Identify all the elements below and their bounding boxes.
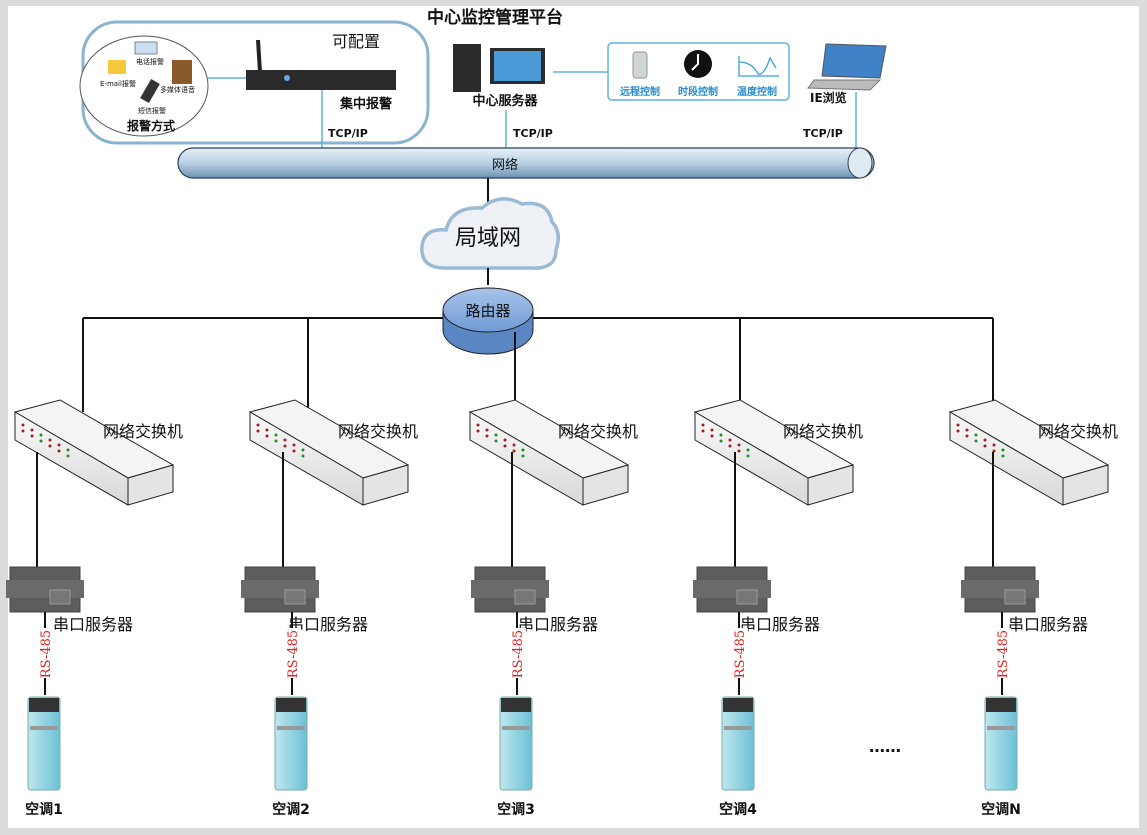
browser-label: IE浏览: [810, 90, 847, 105]
more-units-ellipsis: ……: [869, 737, 901, 756]
protocol-label-browser: TCP/IP: [803, 127, 843, 140]
serial-server-label: 串口服务器: [53, 615, 133, 634]
temperature-curve-icon: [738, 56, 779, 77]
switch-label: 网络交换机: [783, 422, 863, 441]
lan-cloud: 局域网: [420, 197, 560, 270]
router-label: 路由器: [465, 302, 510, 320]
rs485-link-label: RS-485: [733, 630, 748, 678]
protocol-label-server: TCP/IP: [513, 127, 553, 140]
air-conditioner-icon: [721, 696, 755, 791]
serial-server-label: 串口服务器: [1008, 615, 1088, 634]
alarm-methods-label: 报警方式: [127, 118, 175, 133]
air-conditioner-icon: [984, 696, 1018, 791]
network-bus-label: 网络: [492, 157, 518, 173]
air-conditioner-icon: [499, 696, 533, 791]
phone-icon: [134, 41, 158, 55]
control-remote-label: 远程控制: [620, 85, 660, 98]
air-conditioner-icon: [274, 696, 308, 791]
monitor-icon: [494, 51, 541, 81]
method-email: E-mail报警: [100, 79, 136, 88]
ie-browser: IE浏览 TCP/IP: [803, 43, 887, 150]
network-bus: 网络: [177, 147, 875, 179]
antenna-icon: [256, 39, 262, 73]
method-sms: 短信报警: [138, 106, 166, 115]
speaker-icon: [172, 60, 192, 84]
laptop-icon: [821, 43, 887, 79]
platform-title: 中心监控管理平台: [427, 7, 563, 28]
central-server: 中心服务器 TCP/IP: [453, 44, 608, 150]
rs485-link-label: RS-485: [996, 630, 1011, 678]
alarm-device-icon: [246, 70, 396, 90]
switch-label: 网络交换机: [1038, 422, 1118, 441]
serial-server-label: 串口服务器: [288, 615, 368, 634]
method-voice: 多媒体语音: [160, 85, 195, 94]
alarm-device-label: 集中报警: [339, 96, 392, 112]
air-conditioner-label: 空调2: [272, 801, 310, 818]
rs485-link-label: RS-485: [39, 630, 54, 678]
switch-label: 网络交换机: [103, 422, 183, 441]
server-tower-icon: [453, 44, 481, 92]
air-conditioner-label: 空调4: [719, 801, 757, 818]
air-conditioner-label: 空调N: [981, 801, 1021, 818]
server-label: 中心服务器: [472, 93, 538, 109]
rs485-link-label: RS-485: [286, 630, 301, 678]
alarm-group: 电话报警 E-mail报警 多媒体语音 短信报警 报警方式 可配置 集中报警 T…: [79, 20, 430, 150]
remote-control-icon: [632, 51, 648, 79]
router: 路由器: [442, 287, 534, 355]
serial-server-label: 串口服务器: [740, 615, 820, 634]
air-conditioner-label: 空调1: [25, 801, 63, 818]
configurable-label: 可配置: [332, 32, 380, 51]
switch-label: 网络交换机: [558, 422, 638, 441]
air-conditioner-icon: [27, 696, 61, 791]
method-phone: 电话报警: [136, 57, 164, 66]
email-icon: [108, 60, 126, 74]
switch-label: 网络交换机: [338, 422, 418, 441]
mobile-phone-icon: [140, 78, 160, 104]
air-conditioner-label: 空调3: [497, 801, 535, 818]
rs485-link-label: RS-485: [511, 630, 526, 678]
protocol-label-alarm: TCP/IP: [328, 127, 368, 140]
control-schedule-label: 时段控制: [678, 85, 718, 98]
lan-label: 局域网: [455, 226, 521, 251]
serial-server-label: 串口服务器: [518, 615, 598, 634]
control-panel: 远程控制 时段控制 温度控制: [607, 42, 790, 101]
control-temperature-label: 温度控制: [737, 85, 777, 98]
